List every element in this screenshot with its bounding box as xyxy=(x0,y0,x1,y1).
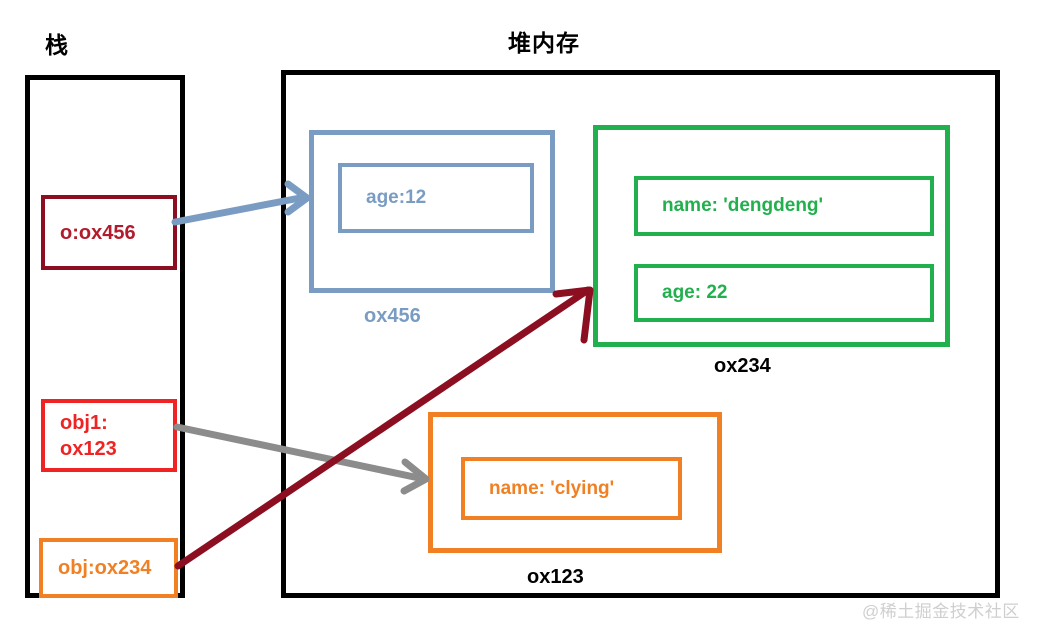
stack-title: 栈 xyxy=(45,32,69,58)
heap-object-ox123-label: ox123 xyxy=(527,566,584,588)
stack-frame-o[interactable]: o:ox456 xyxy=(41,195,177,270)
heap-object-ox123-prop-name: name: 'clying' xyxy=(461,457,682,520)
heap-object-ox234[interactable]: name: 'dengdeng' age: 22 xyxy=(593,125,950,347)
heap-object-ox234-prop-name: name: 'dengdeng' xyxy=(634,176,934,236)
stack-container xyxy=(25,75,185,598)
heap-object-ox456-label: ox456 xyxy=(364,305,421,327)
heap-object-ox234-prop-age: age: 22 xyxy=(634,264,934,322)
watermark: @稀土掘金技术社区 xyxy=(862,602,1020,621)
stack-frame-o-line-1: o:ox456 xyxy=(60,221,136,244)
heap-object-ox456[interactable]: age:12 xyxy=(309,130,555,293)
stack-frame-obj1-line-1: obj1: xyxy=(60,411,108,434)
stack-frame-obj[interactable]: obj:ox234 xyxy=(39,538,178,598)
stack-frame-obj1-line-2: ox123 xyxy=(60,437,117,460)
heap-object-ox234-label: ox234 xyxy=(714,355,771,377)
stack-frame-obj-line-1: obj:ox234 xyxy=(58,557,152,579)
stack-frame-obj1[interactable]: obj1: ox123 xyxy=(41,399,177,472)
heap-object-ox456-prop-age: age:12 xyxy=(338,163,534,233)
heap-title: 堆内存 xyxy=(508,30,580,56)
heap-object-ox123[interactable]: name: 'clying' xyxy=(428,412,722,553)
